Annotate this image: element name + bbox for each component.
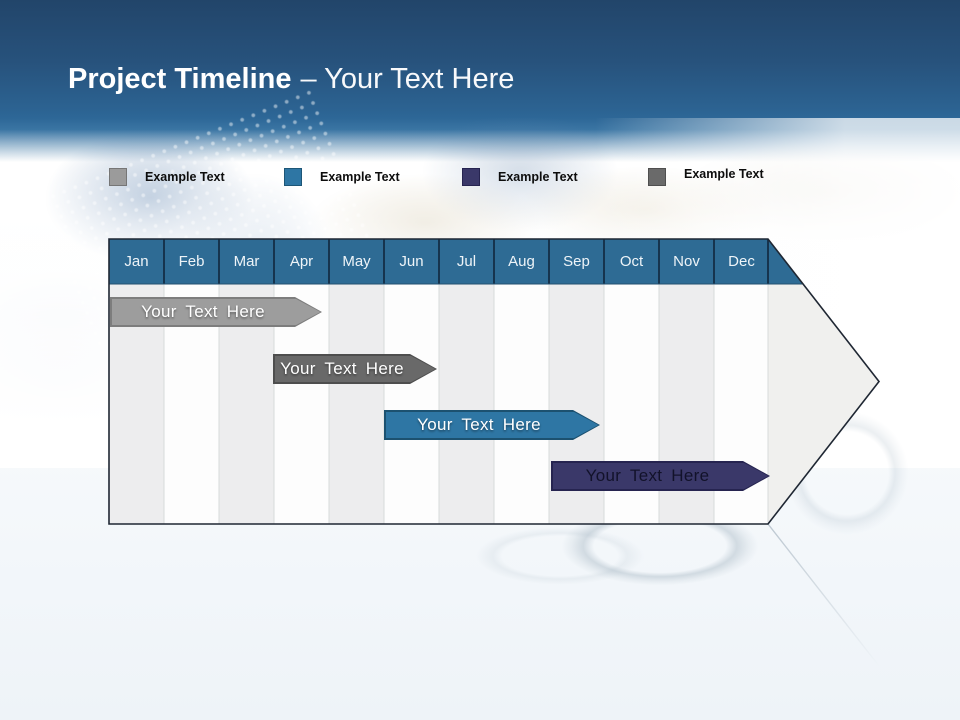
timeline-bar: Your Text Here xyxy=(273,354,437,384)
month-cell: Mar xyxy=(233,253,260,270)
legend-label: Example Text xyxy=(320,170,400,184)
bar-fill xyxy=(553,463,769,490)
month-cell: Aug xyxy=(508,253,535,270)
bar-label: Your Text Here xyxy=(585,466,710,485)
legend-swatch xyxy=(648,168,666,186)
month-header-band xyxy=(109,239,803,284)
month-cell: Dec xyxy=(728,253,755,270)
legend-item: Example Text xyxy=(109,168,225,186)
title-main: Project Timeline xyxy=(68,63,292,95)
legend-label: Example Text xyxy=(145,170,225,184)
reflection-lines xyxy=(108,523,880,676)
month-cell: Sep xyxy=(563,253,590,270)
bar-fill xyxy=(386,412,599,439)
ghost-rope-coil xyxy=(455,520,665,592)
month-cell: Apr xyxy=(289,253,314,270)
bar-label: Your Text Here xyxy=(280,359,404,378)
bar-label: Your Text Here xyxy=(417,415,541,434)
month-cell: Jan xyxy=(124,253,149,270)
legend-label: Example Text xyxy=(498,170,578,184)
bar-label: Your Text Here xyxy=(141,302,265,321)
legend-swatch xyxy=(109,168,127,186)
title-placeholder: – Your Text Here xyxy=(300,63,515,95)
legend-item: Example Text xyxy=(462,168,578,186)
legend-swatch xyxy=(284,168,302,186)
legend-label: Example Text xyxy=(684,167,764,181)
month-cell: Jul xyxy=(456,253,477,270)
page-title: Project Timeline– Your Text Here xyxy=(68,60,514,98)
month-cell: Nov xyxy=(673,253,700,270)
month-cell: Feb xyxy=(178,253,205,270)
legend-swatch xyxy=(462,168,480,186)
legend-item: Example Text xyxy=(648,167,764,186)
month-header-separators xyxy=(163,239,769,284)
arrow-outline xyxy=(108,238,881,525)
legend-item: Example Text xyxy=(284,168,400,186)
bar-fill xyxy=(275,356,436,383)
timeline-bar: Your Text Here xyxy=(110,297,322,327)
month-cell: Jun xyxy=(399,253,424,270)
column-separators xyxy=(163,284,769,524)
timeline-arrow: Jan Feb Mar Apr May Jun Jul Aug Sep Oct … xyxy=(108,238,883,526)
timeline-bar: Your Text Here xyxy=(384,410,600,440)
month-header: Jan Feb Mar Apr May Jun Jul Aug Sep Oct … xyxy=(109,239,769,284)
month-cell: May xyxy=(342,253,371,270)
month-cell: Oct xyxy=(619,253,644,270)
bar-fill xyxy=(112,299,321,326)
timeline-reflection xyxy=(108,523,883,684)
timeline-bar: Your Text Here xyxy=(551,461,770,491)
